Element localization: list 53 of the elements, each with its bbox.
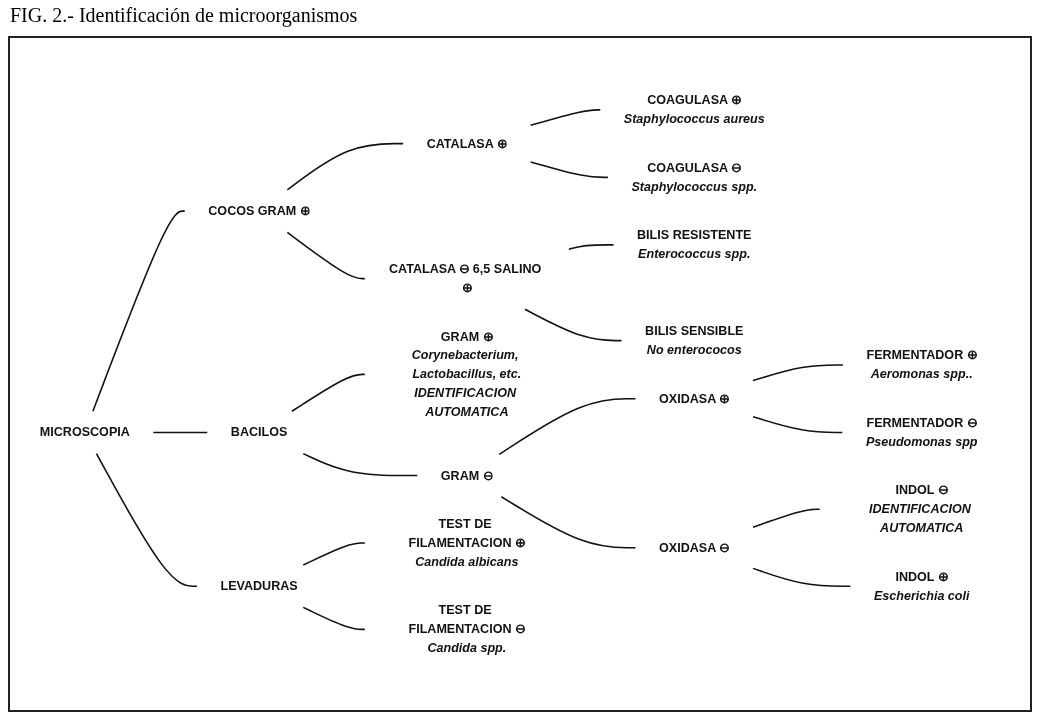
- connector: [286, 231, 366, 280]
- connector: [95, 452, 198, 587]
- connector: [302, 452, 419, 476]
- node-text: MICROSCOPIA: [39, 425, 130, 439]
- node-text: LEVADURAS: [220, 578, 298, 593]
- connector: [752, 415, 844, 433]
- connector: [529, 160, 609, 178]
- connector: [752, 567, 852, 587]
- figure-title: FIG. 2.- Identificación de microorganismos: [9, 3, 359, 29]
- node-label: Enterococcus spp.: [638, 246, 751, 261]
- node-label: No enterococos: [646, 342, 742, 356]
- node-text: GRAM ⊕: [440, 329, 493, 343]
- node-text: OXIDASA ⊖: [659, 540, 730, 554]
- node-text: INDOL ⊕: [895, 569, 948, 583]
- connector: [752, 363, 844, 382]
- node-text: TEST DE FILAMENTACION ⊖: [408, 603, 526, 636]
- node-text: COAGULASA ⊕: [647, 93, 742, 107]
- node-label: Escherichia coli: [873, 588, 970, 602]
- node-text: INDOL ⊖: [895, 483, 948, 497]
- node-text: COAGULASA ⊖: [647, 160, 742, 174]
- connector: [752, 508, 821, 528]
- node-label: IDENTIFICACION AUTOMATICA: [414, 385, 517, 418]
- node-text: BILIS RESISTENTE: [637, 228, 752, 242]
- node-text: OXIDASA ⊕: [659, 391, 730, 405]
- connector: [302, 541, 366, 566]
- connector: [286, 142, 404, 191]
- node-label: Aeromonas spp..: [870, 366, 973, 381]
- connector: [302, 606, 366, 630]
- node-text: CATALASA ⊖ 6,5 SALINO ⊕: [388, 261, 542, 294]
- connector: [92, 210, 186, 412]
- connector: [500, 495, 637, 549]
- node-text: CATALASA ⊕: [426, 136, 508, 150]
- connector: [498, 397, 637, 455]
- node-text: GRAM ⊖: [440, 468, 493, 482]
- connector: [529, 108, 602, 126]
- node-text: TEST DE FILAMENTACION ⊕: [408, 516, 526, 549]
- node-label: Candida spp.: [427, 640, 507, 655]
- node-label: IDENTIFICACION AUTOMATICA: [869, 501, 971, 535]
- node-label: Staphylococcus aureus: [623, 111, 765, 126]
- diagram-frame: MICROSCOPIA COCOS GRAM ⊕ CATALASA ⊕ COAGULASA ⊕ Staphylococcus aureus COAGULASA ⊖ Staphylococcus spp. CATALASA ⊖ 6,5 SALINO ⊕ BILIS RESISTENTE Enterococcus spp. BILIS SENSIBLE No enterococos BACILOS GRAM ⊕ Corynebacterium, Lactobacillus, etc. IDENTIFICACION AUTOMATICA GRAM ⊖ OXIDASA ⊕ FERMENTADOR ⊕ Aeromonas spp.. FERMENTADOR ⊖ Pseudomonas spp OXIDASA ⊖ INDOL ⊖ IDENTIFICACION AUTOMATICA INDOL ⊕ Escherichia coli LEVADURAS TEST DE FILAMENTACION ⊕ Candida albicans TEST DE FILAMENTACION ⊖ Candida spp.: [8, 36, 1032, 712]
- node-text: FERMENTADOR ⊕: [866, 348, 977, 362]
- node-label: Pseudomonas spp: [865, 434, 978, 448]
- node-text: BILIS SENSIBLE: [645, 323, 744, 338]
- node-text: FERMENTADOR ⊖: [866, 415, 977, 429]
- node-text: BACILOS: [230, 425, 288, 439]
- node-label: Candida albicans: [415, 554, 519, 568]
- node-text: COCOS GRAM ⊕: [208, 203, 310, 218]
- connector: [291, 373, 366, 412]
- node-label: Corynebacterium, Lactobacillus, etc.: [411, 348, 522, 381]
- connector: [524, 308, 623, 342]
- connector: [568, 243, 615, 250]
- connector: [152, 431, 209, 433]
- node-label: Staphylococcus spp.: [631, 179, 758, 193]
